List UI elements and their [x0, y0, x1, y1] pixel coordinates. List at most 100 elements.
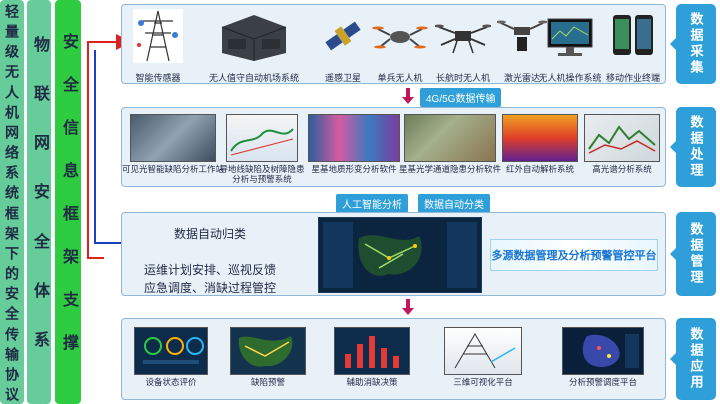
col1-char: 下 — [4, 245, 20, 259]
alert-dispatch-map-icon — [582, 334, 639, 368]
processing-label-1: 导地线缺陷及树障隐患分析与预警系统 — [219, 164, 305, 185]
side-label-processing: 数据处理 — [670, 107, 716, 187]
processing-item-2[interactable]: 星基地质形变分析软件 — [308, 114, 400, 174]
col1-char: 轻 — [4, 4, 20, 17]
col2-char: 联 — [31, 85, 48, 103]
col3-char: 框 — [60, 205, 77, 222]
col3-char: 息 — [60, 162, 77, 179]
col2-char: 系 — [31, 330, 48, 348]
col3-char: 架 — [60, 248, 77, 265]
col1-char: 协 — [4, 366, 20, 380]
col1-char: 架 — [4, 225, 20, 239]
col2-char: 全 — [31, 232, 48, 250]
col2-char: 物 — [31, 36, 48, 54]
col1-char: 人 — [4, 84, 20, 98]
processing-item-1[interactable]: 导地线缺陷及树障隐患分析与预警系统 — [219, 114, 305, 184]
down-arrow-2 — [402, 299, 414, 315]
tower-sensor-icon — [133, 9, 183, 63]
collection-item-sensor[interactable]: 智能传感器 — [128, 9, 188, 84]
collection-label-2: 遥感卫星 — [324, 73, 361, 83]
collection-label-1: 无人值守自动机场系统 — [208, 73, 299, 83]
application-item-4[interactable]: 分析预警调度平台 — [562, 327, 644, 387]
long-drone-icon — [434, 24, 492, 54]
processing-label-0: 可见光智能缺陷分析工作站 — [121, 164, 225, 174]
col3-char: 撑 — [60, 334, 77, 351]
collection-item-mobile[interactable]: 移动作业终端 — [602, 9, 664, 84]
application-item-0[interactable]: 设备状态评价 — [134, 327, 208, 387]
decision-bars-icon — [345, 336, 399, 368]
collection-label-4: 长航时无人机 — [435, 73, 490, 83]
column-protocol: 轻量级无人机网络系统框架下的安全传输协议 — [0, 0, 24, 404]
collection-item-uav-os[interactable]: 无人机操作系统 — [534, 9, 606, 84]
collection-panel: 智能传感器 无人值守自动机场系统 遥感卫星 单兵无人机 — [121, 4, 666, 84]
drone-icon — [372, 26, 428, 49]
col3-char: 安 — [60, 33, 77, 50]
application-label-3: 三维可视化平台 — [453, 377, 513, 387]
collection-item-satellite[interactable]: 遥感卫星 — [318, 9, 368, 84]
column-security-framework: 安全信息框架支撑 — [55, 0, 81, 404]
processing-item-0[interactable]: 可见光智能缺陷分析工作站 — [122, 114, 224, 174]
col1-char: 输 — [4, 346, 20, 360]
red-arrow — [87, 34, 132, 259]
side-label-collection: 数据采集 — [670, 4, 716, 84]
collection-item-lidar[interactable]: 激光雷达 — [496, 9, 548, 84]
application-item-1[interactable]: 缺陷预警 — [230, 327, 306, 387]
col1-char: 议 — [4, 386, 20, 400]
processing-label-3: 星基光学通道隐患分析软件 — [398, 164, 502, 174]
processing-item-4[interactable]: 红外自动解析系统 — [502, 114, 578, 174]
collection-item-long-drone[interactable]: 长航时无人机 — [432, 9, 494, 84]
processing-item-5[interactable]: 高光谱分析系统 — [584, 114, 660, 174]
application-label-1: 缺陷预警 — [250, 377, 286, 387]
col1-char: 网 — [4, 124, 20, 138]
application-label-4: 分析预警调度平台 — [568, 377, 638, 387]
col1-char: 框 — [4, 205, 20, 219]
management-dashboard[interactable] — [318, 217, 482, 293]
collection-label-3: 单兵无人机 — [377, 73, 423, 83]
auto-classify-badge: 数据自动分类 — [418, 194, 490, 213]
spectral-chart-icon — [588, 125, 656, 154]
tree-hazard-chart-icon — [230, 128, 294, 156]
3d-view-icon — [454, 333, 516, 369]
application-panel: 设备状态评价 缺陷预警 辅助消缺决策 三维可视化平台 分析预警调度平台 — [121, 318, 666, 400]
col1-char: 的 — [4, 266, 20, 280]
ai-analysis-badge: 人工智能分析 — [336, 194, 408, 213]
processing-label-5: 高光谱分析系统 — [592, 164, 652, 174]
archive-text: 数据自动归类 — [174, 227, 247, 241]
col1-char: 级 — [4, 44, 20, 58]
collection-item-single-drone[interactable]: 单兵无人机 — [370, 9, 430, 84]
collection-item-airport[interactable]: 无人值守自动机场系统 — [194, 9, 314, 84]
processing-label-4: 红外自动解析系统 — [505, 164, 575, 174]
processing-item-3[interactable]: 星基光学通道隐患分析软件 — [399, 114, 501, 174]
col3-char: 全 — [60, 76, 77, 93]
ops-line-2: 应急调度、消缺过程管控 — [144, 281, 277, 295]
collection-label-7: 移动作业终端 — [605, 73, 660, 83]
transfer-badge: 4G/5G数据传输 — [420, 88, 502, 107]
satellite-icon — [325, 21, 361, 51]
col2-char: 体 — [31, 281, 48, 299]
side-label-application: 数据应用 — [670, 318, 716, 400]
application-item-2[interactable]: 辅助消缺决策 — [334, 327, 410, 387]
lidar-drone-icon — [496, 20, 548, 51]
col1-char: 统 — [4, 185, 20, 199]
col1-char: 安 — [4, 286, 20, 300]
processing-label-2: 星基地质形变分析软件 — [311, 164, 397, 174]
col1-char: 传 — [4, 326, 20, 340]
management-panel: 数据自动归类 运维计划安排、巡视反馈 应急调度、消缺过程管控 多源数据管理及分析… — [121, 212, 666, 296]
col3-char: 信 — [60, 119, 77, 136]
application-label-0: 设备状态评价 — [145, 377, 197, 387]
collection-label-6: 无人机操作系统 — [538, 73, 602, 83]
side-label-management: 数据管理 — [670, 212, 716, 296]
col1-char: 量 — [4, 24, 20, 38]
col1-char: 全 — [4, 306, 20, 320]
platform-label: 多源数据管理及分析预警管控平台 — [490, 239, 658, 271]
platform-label-text: 多源数据管理及分析预警管控平台 — [491, 250, 657, 262]
processing-panel: 可见光智能缺陷分析工作站 导地线缺陷及树障隐患分析与预警系统 星基地质形变分析软… — [121, 107, 666, 187]
col2-char: 安 — [31, 183, 48, 201]
col1-char: 机 — [4, 104, 20, 118]
application-label-2: 辅助消缺决策 — [346, 377, 398, 387]
dashboard-map-icon — [323, 222, 477, 288]
column-iot-security: 物联网安全体系 — [27, 0, 51, 404]
airport-box-icon — [221, 15, 287, 61]
col1-char: 系 — [4, 165, 20, 179]
application-item-3[interactable]: 三维可视化平台 — [444, 327, 522, 387]
